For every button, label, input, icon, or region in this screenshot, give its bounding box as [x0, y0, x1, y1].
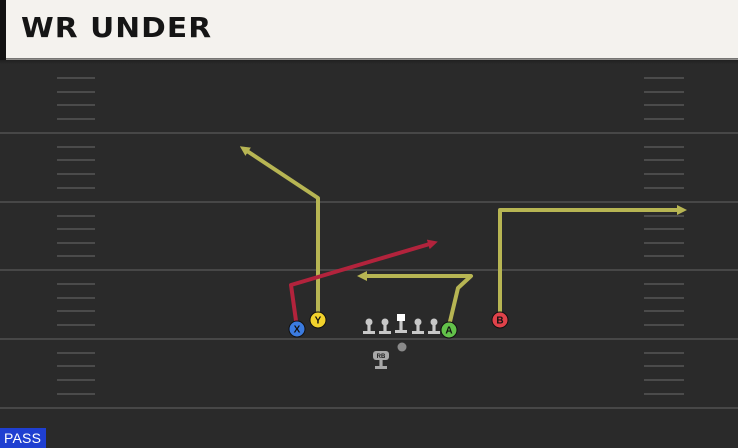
play-header: WR UNDER — [0, 0, 738, 60]
offensive-line — [363, 314, 440, 334]
running-back: RB — [373, 351, 389, 369]
header-shadow — [0, 58, 738, 64]
player-x[interactable]: X — [288, 320, 306, 338]
player-a-label: A — [445, 326, 452, 337]
player-b-label: B — [496, 316, 503, 327]
hash-marks — [57, 77, 684, 395]
field-turf — [0, 60, 738, 448]
player-b[interactable]: B — [491, 311, 509, 329]
player-x-label: X — [294, 325, 301, 336]
running-back-label: RB — [377, 354, 386, 360]
player-a[interactable]: A — [440, 321, 458, 339]
center-icon — [395, 314, 407, 333]
lineman-icon — [412, 318, 424, 334]
lineman-icon — [379, 318, 391, 334]
play-type-badge: PASS — [0, 428, 47, 448]
route-x-drag — [289, 239, 438, 330]
lineman-icon — [363, 318, 375, 334]
player-y-label: Y — [315, 316, 322, 327]
lineman-icon — [428, 318, 440, 334]
route-a-under — [357, 271, 473, 332]
yard-lines — [0, 132, 738, 409]
quarterback-icon — [397, 342, 407, 352]
play-title: WR UNDER — [21, 11, 213, 44]
player-y[interactable]: Y — [309, 311, 327, 329]
route-b-out — [498, 205, 687, 320]
